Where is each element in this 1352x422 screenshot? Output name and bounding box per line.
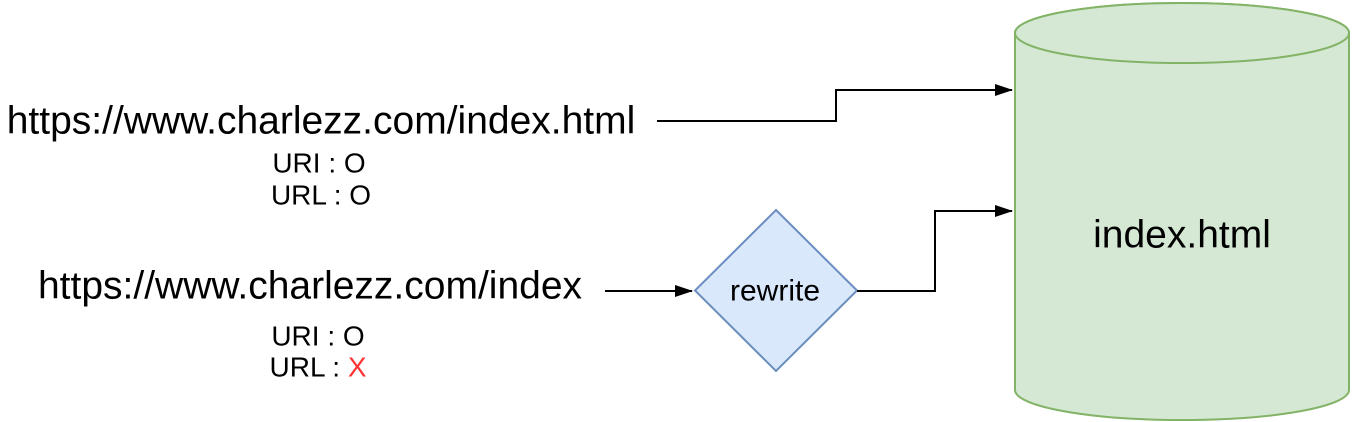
arrow-rewrite-to-database [857, 205, 1013, 292]
rewrite-node-label: rewrite [729, 274, 821, 308]
rewritten-url-status-value: X [347, 351, 367, 383]
rewrite-decision-node [693, 208, 859, 373]
database-node-label: index.html [1093, 213, 1271, 257]
rewritten-url-text: https://www.charlezz.com/index [37, 264, 583, 308]
rewritten-uri-status: URI : O [271, 320, 365, 352]
matched-url-status-label: URL : [270, 179, 350, 211]
diamond-shape [693, 208, 859, 373]
database-cylinder-node [1014, 2, 1350, 421]
cylinder-top-ellipse [1014, 2, 1350, 64]
rewritten-url-status-label: URL : [269, 351, 348, 383]
matched-url-text: https://www.charlezz.com/index.html [6, 99, 636, 143]
arrow-matched-url-to-database [657, 84, 1013, 122]
matched-url-status: URL : O [271, 180, 371, 209]
rewritten-url-status: URL : X [270, 352, 367, 381]
matched-uri-status: URI : O [272, 147, 366, 179]
cylinder-body-shape [1014, 2, 1350, 421]
matched-url-status-value: O [349, 179, 372, 211]
